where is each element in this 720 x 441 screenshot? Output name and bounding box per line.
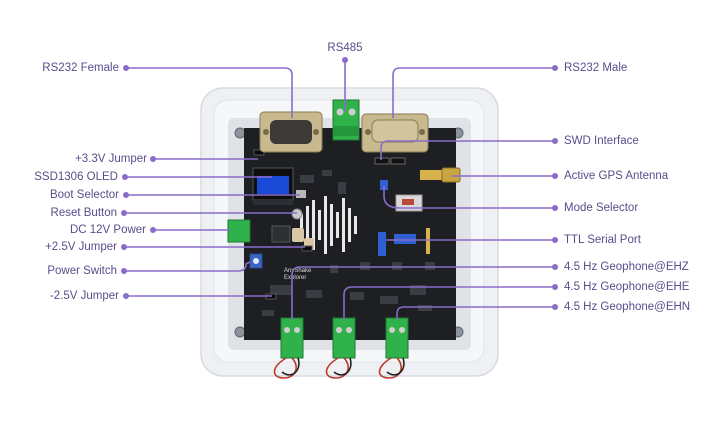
rs485-terminal <box>332 99 360 141</box>
callout-lines <box>124 60 555 320</box>
jumper-2v5-block <box>301 245 313 252</box>
label-power-switch: Power Switch <box>47 265 117 277</box>
label-rs232-male: RS232 Male <box>564 62 628 74</box>
oled-display <box>252 167 294 205</box>
label-geophone-ehe: 4.5 Hz Geophone@EHE <box>564 281 690 293</box>
boot-selector-switch <box>296 190 306 198</box>
label-ttl-serial: TTL Serial Port <box>564 234 641 246</box>
swd-header <box>374 157 406 165</box>
rs232-male-connector <box>361 113 429 153</box>
label-rs485: RS485 <box>327 42 363 54</box>
waveform-logo <box>300 196 357 254</box>
pcb-board: AnyShake Explorer <box>227 99 461 379</box>
label-swd: SWD Interface <box>564 135 639 147</box>
capacitors <box>271 225 314 250</box>
board-brand-line2: Explorer <box>284 275 306 281</box>
ttl-serial-header <box>378 228 430 256</box>
label-jumper-3v3: +3.3V Jumper <box>75 153 147 165</box>
screw <box>234 326 246 338</box>
geophone-ehe-terminal <box>332 317 356 359</box>
label-jumper-2v5: +2.5V Jumper <box>45 241 117 253</box>
label-geophone-ehz: 4.5 Hz Geophone@EHZ <box>564 261 689 273</box>
dc-jack <box>227 219 251 243</box>
label-gps-antenna: Active GPS Antenna <box>564 170 669 182</box>
screw <box>234 127 246 139</box>
label-oled: SSD1306 OLED <box>34 171 118 183</box>
label-reset-button: Reset Button <box>50 207 117 219</box>
label-boot-selector: Boot Selector <box>49 189 119 201</box>
callout-dots <box>121 57 558 310</box>
rs232-female-connector <box>259 111 323 153</box>
label-dc-power: DC 12V Power <box>69 224 146 236</box>
label-mode-selector: Mode Selector <box>564 202 639 214</box>
reset-button-cap <box>291 208 303 220</box>
mode-selector-switch <box>380 180 388 190</box>
board-brand-line1: AnyShake <box>284 268 312 274</box>
geophone-ehz-terminal <box>280 317 304 359</box>
label-jumper-neg2v5: -2.5V Jumper <box>49 290 119 302</box>
geophone-ehn-terminal <box>385 317 409 359</box>
geophone-wires <box>273 357 405 379</box>
gps-antenna-connector <box>395 167 461 212</box>
label-rs232-female: RS232 Female <box>42 62 119 74</box>
label-geophone-ehn: 4.5 Hz Geophone@EHN <box>564 301 691 313</box>
